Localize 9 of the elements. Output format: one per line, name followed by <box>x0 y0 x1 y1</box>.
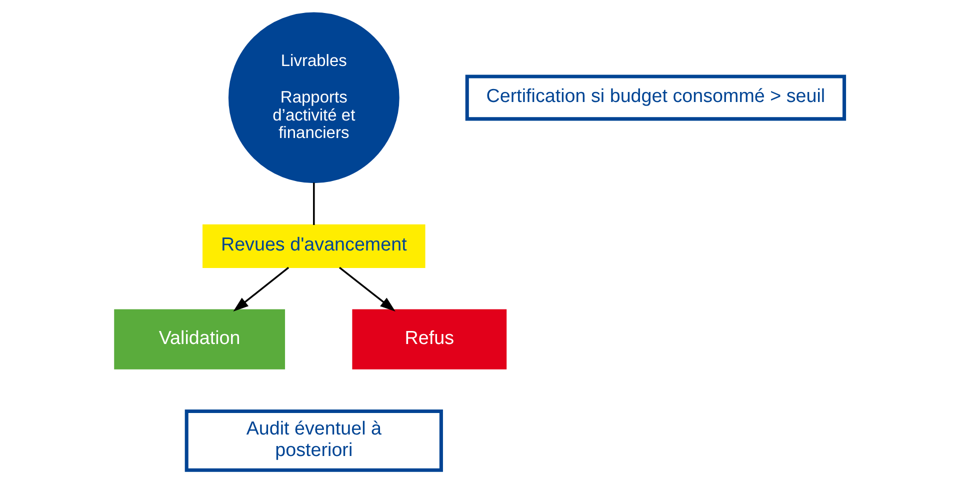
node-box: Revues d'avancement <box>202 224 426 268</box>
node-box: Validation <box>114 309 286 370</box>
node-box: Certification si budget consommé > seuil <box>465 74 846 121</box>
arrow <box>233 266 290 312</box>
node-circle: Livrables Rapports d’activité et financiers <box>228 12 400 184</box>
node-box: Audit éventuel à posteriori <box>184 409 443 472</box>
connector <box>313 182 315 225</box>
node-box: Refus <box>352 309 507 370</box>
arrow <box>339 266 396 312</box>
